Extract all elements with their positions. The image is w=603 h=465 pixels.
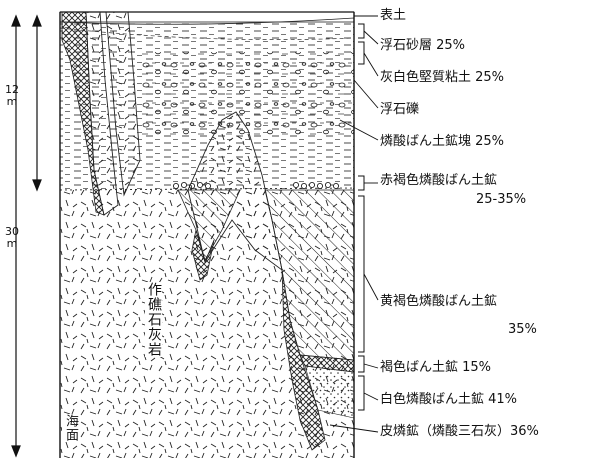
label-braces — [358, 23, 365, 411]
label-pumice-sand: 浮石砂層 25% — [380, 38, 466, 53]
label-brown-ore: 褐色ばん土鉱 15% — [380, 360, 492, 375]
dimension-30m-label: 30 m — [5, 225, 19, 250]
label-yellow-brown-ore: 黄褐色燐酸ばん土鉱 — [380, 294, 498, 309]
label-white-ore: 白色燐酸ばん土鉱 41% — [380, 392, 518, 407]
pumice-gravel-layer — [140, 52, 354, 142]
dimension-30m — [11, 14, 21, 458]
crust-band — [281, 269, 326, 451]
label-gray-clay: 灰白色堅質粘土 25% — [380, 70, 505, 85]
dimension-12m-label: 12 m — [5, 83, 19, 108]
leader-lines — [329, 15, 379, 433]
label-phosphate-lump: 燐酸ばん土鉱塊 25% — [380, 134, 505, 149]
label-yellow-brown-pct: 35% — [508, 322, 537, 337]
crust-pocket — [191, 229, 215, 281]
label-red-brown-pct: 25-35% — [476, 192, 527, 207]
label-coral-limestone: 作礁石灰岩 — [145, 282, 162, 357]
label-crust: 皮燐鉱（燐酸三石灰）36% — [380, 424, 539, 439]
limestone-pinnacle-3 — [187, 111, 283, 272]
label-topsoil: 表土 — [380, 8, 407, 23]
label-red-brown-ore: 赤褐色燐酸ばん土鉱 — [380, 173, 498, 188]
label-pumice-gravel: 浮石礫 — [380, 102, 420, 117]
crust-pipe-1 — [61, 11, 105, 216]
label-sea-level: 海面 — [62, 414, 79, 442]
limestone-pinnacle-2 — [105, 11, 141, 197]
dimension-12m — [32, 14, 42, 192]
